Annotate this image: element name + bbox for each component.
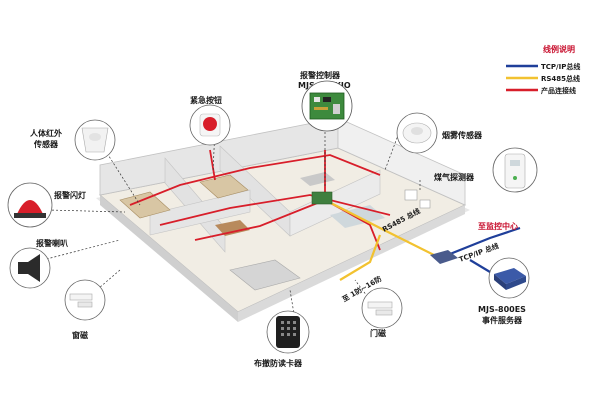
pir-sensor-device: 人体红外 传感器 [30,119,116,161]
card-reader-label: 布撤防读卡器 [253,358,303,368]
gas-detector-label: 煤气探测器 [434,172,475,182]
window-contact-icon [69,293,93,301]
converter-box [430,250,458,264]
rs485-bus-line [324,199,441,281]
panic-button-icon [203,117,217,131]
siren-label: 报警喇叭 [36,238,68,248]
strobe-light-device: 报警闪灯 [7,182,86,228]
door-contact-icon [367,301,393,309]
legend-title: 线例说明 [543,44,575,54]
monitor-center-label: 至监控中心 [478,221,518,231]
gas-detector-icon [504,153,526,189]
panic-button-label: 紧急按钮 [190,95,222,105]
pir-label-line1: 人体红外 [30,128,62,138]
panic-button-device: 紧急按钮 [189,95,231,146]
siren-icon [18,254,40,282]
strobe-light-icon [17,200,43,214]
pir-label-line2: 传感器 [33,139,59,149]
in-house-controller-box [311,191,333,205]
smoke-detector-device: 烟雾传感器 [396,112,483,154]
alarm-controller: 报警控制器 MJS-800XIO [298,70,353,132]
siren-device: 报警喇叭 [9,238,68,289]
card-reader-icon [276,316,300,348]
legend-label-tcpip: TCP/IP总线 [541,62,580,71]
door-contact-device: 门磁 [361,287,403,338]
leader-lines [34,127,421,321]
legend: 线例说明 TCP/IP总线 RS485总线 产品连接线 [506,44,580,95]
smoke-detector-label: 烟雾传感器 [442,130,483,140]
legend-label-product: 产品连接线 [541,86,576,95]
server-name: 事件服务器 [482,315,523,325]
legend-label-rs485: RS485总线 [541,74,580,83]
strobe-light-label: 报警闪灯 [54,190,86,200]
window-contact-label: 窗磁 [72,330,88,340]
controller-name: 报警控制器 [300,70,341,80]
door-contact-label: 门磁 [370,328,386,338]
card-reader-device: 布撤防读卡器 [253,310,310,368]
house-floor-plan [96,117,470,322]
tcpip-bus-tag: TCP/IP 总线 [458,241,500,264]
server-model: MJS-800ES [478,305,526,314]
gas-detector-device: 煤气探测器 [434,147,538,193]
event-server-device: MJS-800ES 事件服务器 [478,257,530,325]
window-contact-device: 窗磁 [64,279,106,340]
event-server-icon [494,268,526,284]
